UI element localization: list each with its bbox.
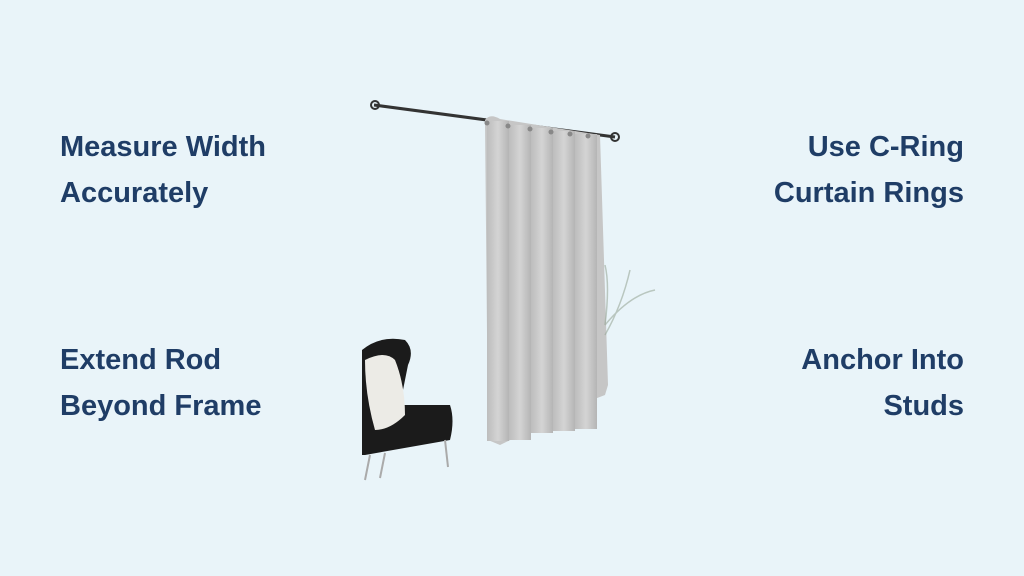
tip-line: Curtain Rings [773, 177, 964, 209]
tip-anchor-studs: Anchor Into Studs [801, 337, 964, 429]
tip-line: Studs [883, 390, 964, 422]
tip-line: Measure Width [60, 131, 266, 163]
curtain-panel [484, 116, 608, 445]
plant [604, 264, 656, 336]
tip-line: Extend Rod [60, 344, 222, 376]
armchair [362, 338, 453, 481]
tip-line: Anchor Into [801, 344, 964, 376]
tip-extend-rod: Extend Rod Beyond Frame [60, 337, 261, 429]
tip-c-ring: Use C-Ring Curtain Rings [774, 124, 964, 216]
tip-measure-width: Measure Width Accurately [60, 124, 266, 216]
curtain-illustration [362, 100, 656, 481]
tip-line: Use C-Ring [807, 131, 964, 163]
tip-line: Beyond Frame [60, 390, 262, 422]
tip-line: Accurately [60, 177, 209, 209]
